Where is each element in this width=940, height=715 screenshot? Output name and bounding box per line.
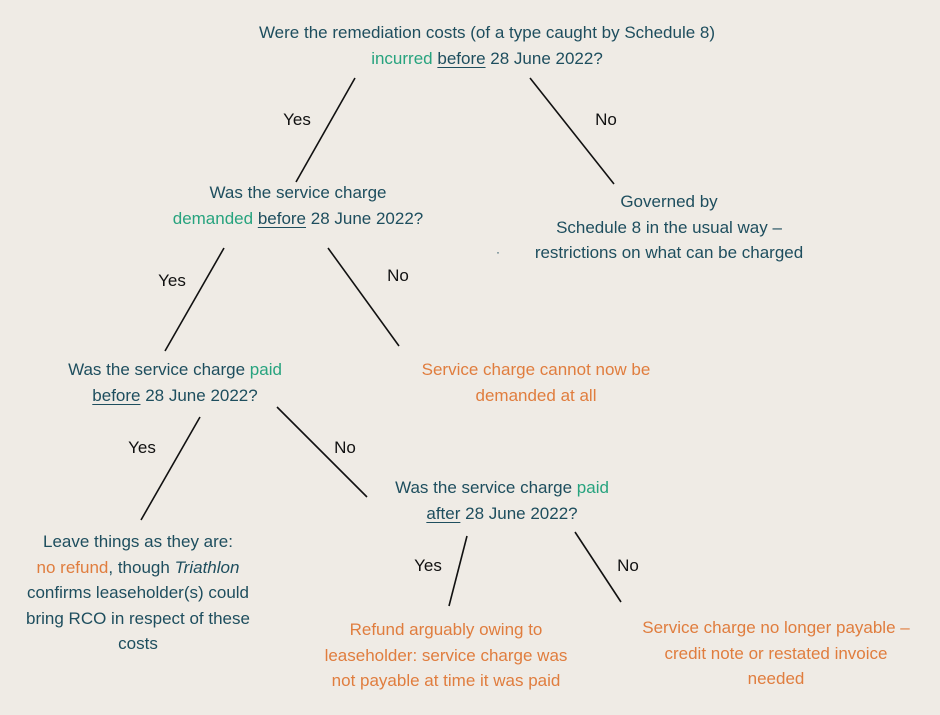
keyword-paid: paid — [249, 360, 282, 379]
keyword-before: before — [257, 208, 307, 228]
outcome-line: Service charge cannot now be — [421, 360, 651, 379]
outcome-line: no refund, though Triathlon — [0, 555, 276, 581]
case-name: Triathlon — [174, 557, 240, 577]
outcome-governed-by-schedule-8: Governed by Schedule 8 in the usual way … — [494, 189, 844, 266]
connector-q3-yes — [140, 416, 201, 521]
question-text: Was the service charge — [395, 478, 573, 497]
outcome-line: leaseholder: service charge was — [324, 645, 568, 665]
branch-label-yes: Yes — [283, 110, 311, 129]
bullet-mark: · — [496, 245, 500, 259]
outcome-cannot-be-demanded: Service charge cannot now be demanded at… — [386, 357, 686, 408]
connector-q2-no — [327, 247, 400, 347]
outcome-line: needed — [747, 669, 805, 688]
question-costs-incurred: Were the remediation costs (of a type ca… — [206, 20, 768, 71]
branch-label-yes: Yes — [128, 438, 156, 457]
question-line: Was the service charge — [209, 183, 387, 202]
outcome-line: Schedule 8 in the usual way – — [556, 217, 782, 237]
question-line: Was the service charge paid — [352, 475, 652, 501]
keyword-before: before — [437, 48, 486, 68]
outcome-line: Governed by — [620, 192, 718, 211]
outcome-line: restrictions on what can be charged — [534, 243, 804, 262]
outcome-line: Refund arguably owing to — [349, 620, 543, 639]
outcome-line: costs — [118, 634, 158, 653]
connector-q2-yes — [164, 247, 225, 352]
branch-label-no: No — [617, 556, 639, 575]
question-charge-paid-before: Was the service charge paid before 28 Ju… — [20, 357, 330, 408]
keyword-paid: paid — [576, 478, 609, 497]
keyword-before: before — [92, 385, 141, 405]
keyword-incurred: incurred — [371, 48, 433, 68]
question-charge-paid-after: Was the service charge paid after 28 Jun… — [352, 475, 652, 526]
date-text: 28 June 2022? — [310, 208, 424, 228]
connector-q3-no — [276, 406, 368, 498]
outcome-line: Service charge no longer payable – — [642, 618, 910, 637]
question-line: after 28 June 2022? — [352, 501, 652, 527]
outcome-line: credit note or restated invoice — [664, 643, 888, 663]
question-line: Was the service charge paid — [20, 357, 330, 383]
question-line: demanded before 28 June 2022? — [138, 206, 458, 232]
outcome-line: confirms leaseholder(s) could — [26, 583, 250, 602]
connector-q1-no — [529, 77, 615, 185]
question-line: Were the remediation costs (of a type ca… — [258, 23, 716, 42]
outcome-no-longer-payable: Service charge no longer payable – credi… — [616, 615, 936, 692]
branch-label-no: No — [387, 266, 409, 285]
question-text: Was the service charge — [68, 360, 246, 379]
date-text: 28 June 2022? — [490, 48, 603, 68]
question-line: incurred before 28 June 2022? — [206, 46, 768, 72]
outcome-leave-things: Leave things as they are: no refund, tho… — [0, 529, 276, 657]
keyword-demanded: demanded — [172, 208, 254, 228]
outcome-text: , though — [108, 557, 170, 577]
outcome-line: Leave things as they are: — [43, 532, 233, 551]
date-text: 28 June 2022? — [145, 385, 258, 405]
connector-q4-no — [574, 531, 622, 603]
connector-q1-yes — [295, 77, 356, 183]
question-line: before 28 June 2022? — [20, 383, 330, 409]
outcome-refund-owing: Refund arguably owing to leaseholder: se… — [298, 617, 594, 694]
connector-q4-yes — [448, 535, 468, 607]
outcome-line: demanded at all — [475, 385, 597, 405]
keyword-after: after — [426, 503, 461, 523]
branch-label-no: No — [595, 110, 617, 129]
branch-label-no: No — [334, 438, 356, 457]
outcome-line: bring RCO in respect of these — [26, 608, 250, 628]
no-refund-text: no refund — [36, 557, 109, 577]
branch-label-yes: Yes — [158, 271, 186, 290]
branch-label-yes: Yes — [414, 556, 442, 575]
question-charge-demanded: Was the service charge demanded before 2… — [138, 180, 458, 231]
outcome-line: not payable at time it was paid — [331, 671, 561, 690]
date-text: 28 June 2022? — [465, 503, 578, 523]
